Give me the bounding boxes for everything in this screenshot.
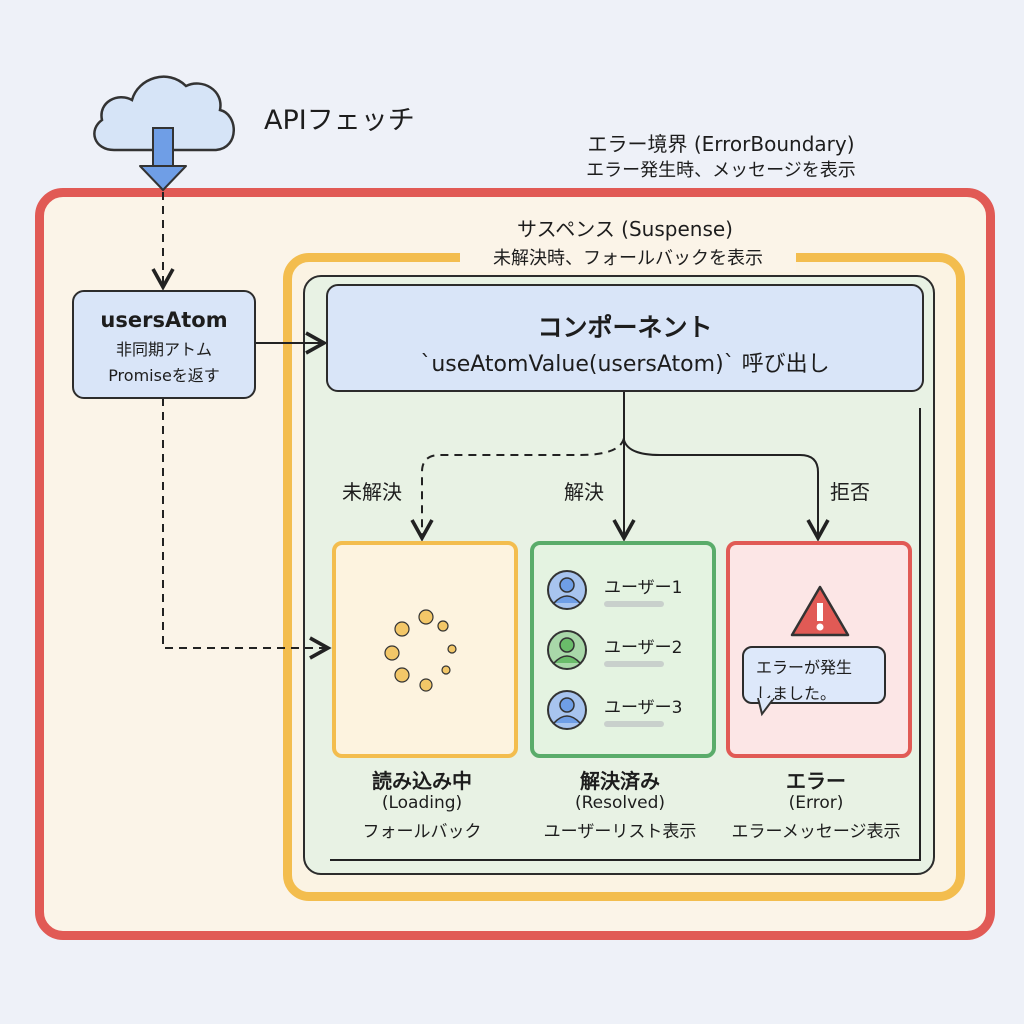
spinner-icon [384, 609, 457, 692]
atom-desc-line1: 非同期アトム [115, 340, 212, 359]
list-item [546, 689, 588, 735]
component-call: `useAtomValue(usersAtom)` 呼び出し [420, 352, 830, 377]
user-avatar-icon [547, 690, 587, 730]
api-fetch-label: APIフェッチ [264, 105, 415, 136]
branch-pending-label: 未解決 [342, 480, 402, 504]
user-avatar-icon [547, 630, 587, 670]
text-placeholder-bar [604, 721, 664, 727]
error-message-line2: しました。 [756, 684, 837, 703]
suspense-subtitle: 未解決時、フォールバックを表示 [460, 242, 796, 272]
loading-card [332, 541, 518, 758]
loading-title: 読み込み中 [372, 769, 472, 793]
resolved-card: ユーザー1 ユーザー2 ユーザー3 [530, 541, 716, 758]
bubble-tail [757, 698, 775, 717]
text-placeholder-bar [604, 661, 664, 667]
loading-en: (Loading) [381, 793, 463, 813]
atom-desc-line2: Promiseを返す [108, 366, 220, 385]
atom-to-loading-arrow [162, 398, 332, 660]
user-name-1: ユーザー1 [604, 578, 683, 598]
pending-arrow [410, 437, 625, 542]
component-node: コンポーネント `useAtomValue(usersAtom)` 呼び出し [326, 284, 924, 392]
branch-rejected-label: 拒否 [830, 480, 870, 504]
error-en: (Error) [788, 793, 844, 813]
component-title: コンポーネント [537, 313, 713, 342]
error-desc: エラーメッセージ表示 [731, 822, 901, 842]
resolved-en: (Resolved) [574, 793, 666, 813]
error-boundary-subtitle: エラー発生時、メッセージを表示 [586, 160, 856, 181]
user-name-3: ユーザー3 [604, 698, 683, 718]
error-message-line1: エラーが発生 [756, 658, 853, 677]
resolved-title: 解決済み [580, 769, 660, 793]
warning-icon [790, 585, 850, 637]
loading-desc: フォールバック [362, 822, 482, 842]
atom-title: usersAtom [100, 308, 228, 332]
error-boundary-title: エラー境界 (ErrorBoundary) [587, 132, 855, 156]
error-title: エラー [786, 769, 846, 793]
user-name-2: ユーザー2 [604, 638, 683, 658]
list-item [546, 629, 588, 675]
resolved-desc: ユーザーリスト表示 [543, 822, 697, 842]
branch-resolved-label: 解決 [564, 480, 604, 504]
error-message-bubble: エラーが発生 しました。 [742, 646, 886, 704]
user-avatar-icon [547, 570, 587, 610]
rejected-arrow [623, 439, 830, 542]
suspense-title: サスペンス (Suspense) [517, 217, 733, 241]
text-placeholder-bar [604, 601, 664, 607]
list-item [546, 569, 588, 615]
users-atom-node: usersAtom 非同期アトム Promiseを返す [72, 290, 256, 399]
cloud-download-icon [93, 75, 235, 191]
